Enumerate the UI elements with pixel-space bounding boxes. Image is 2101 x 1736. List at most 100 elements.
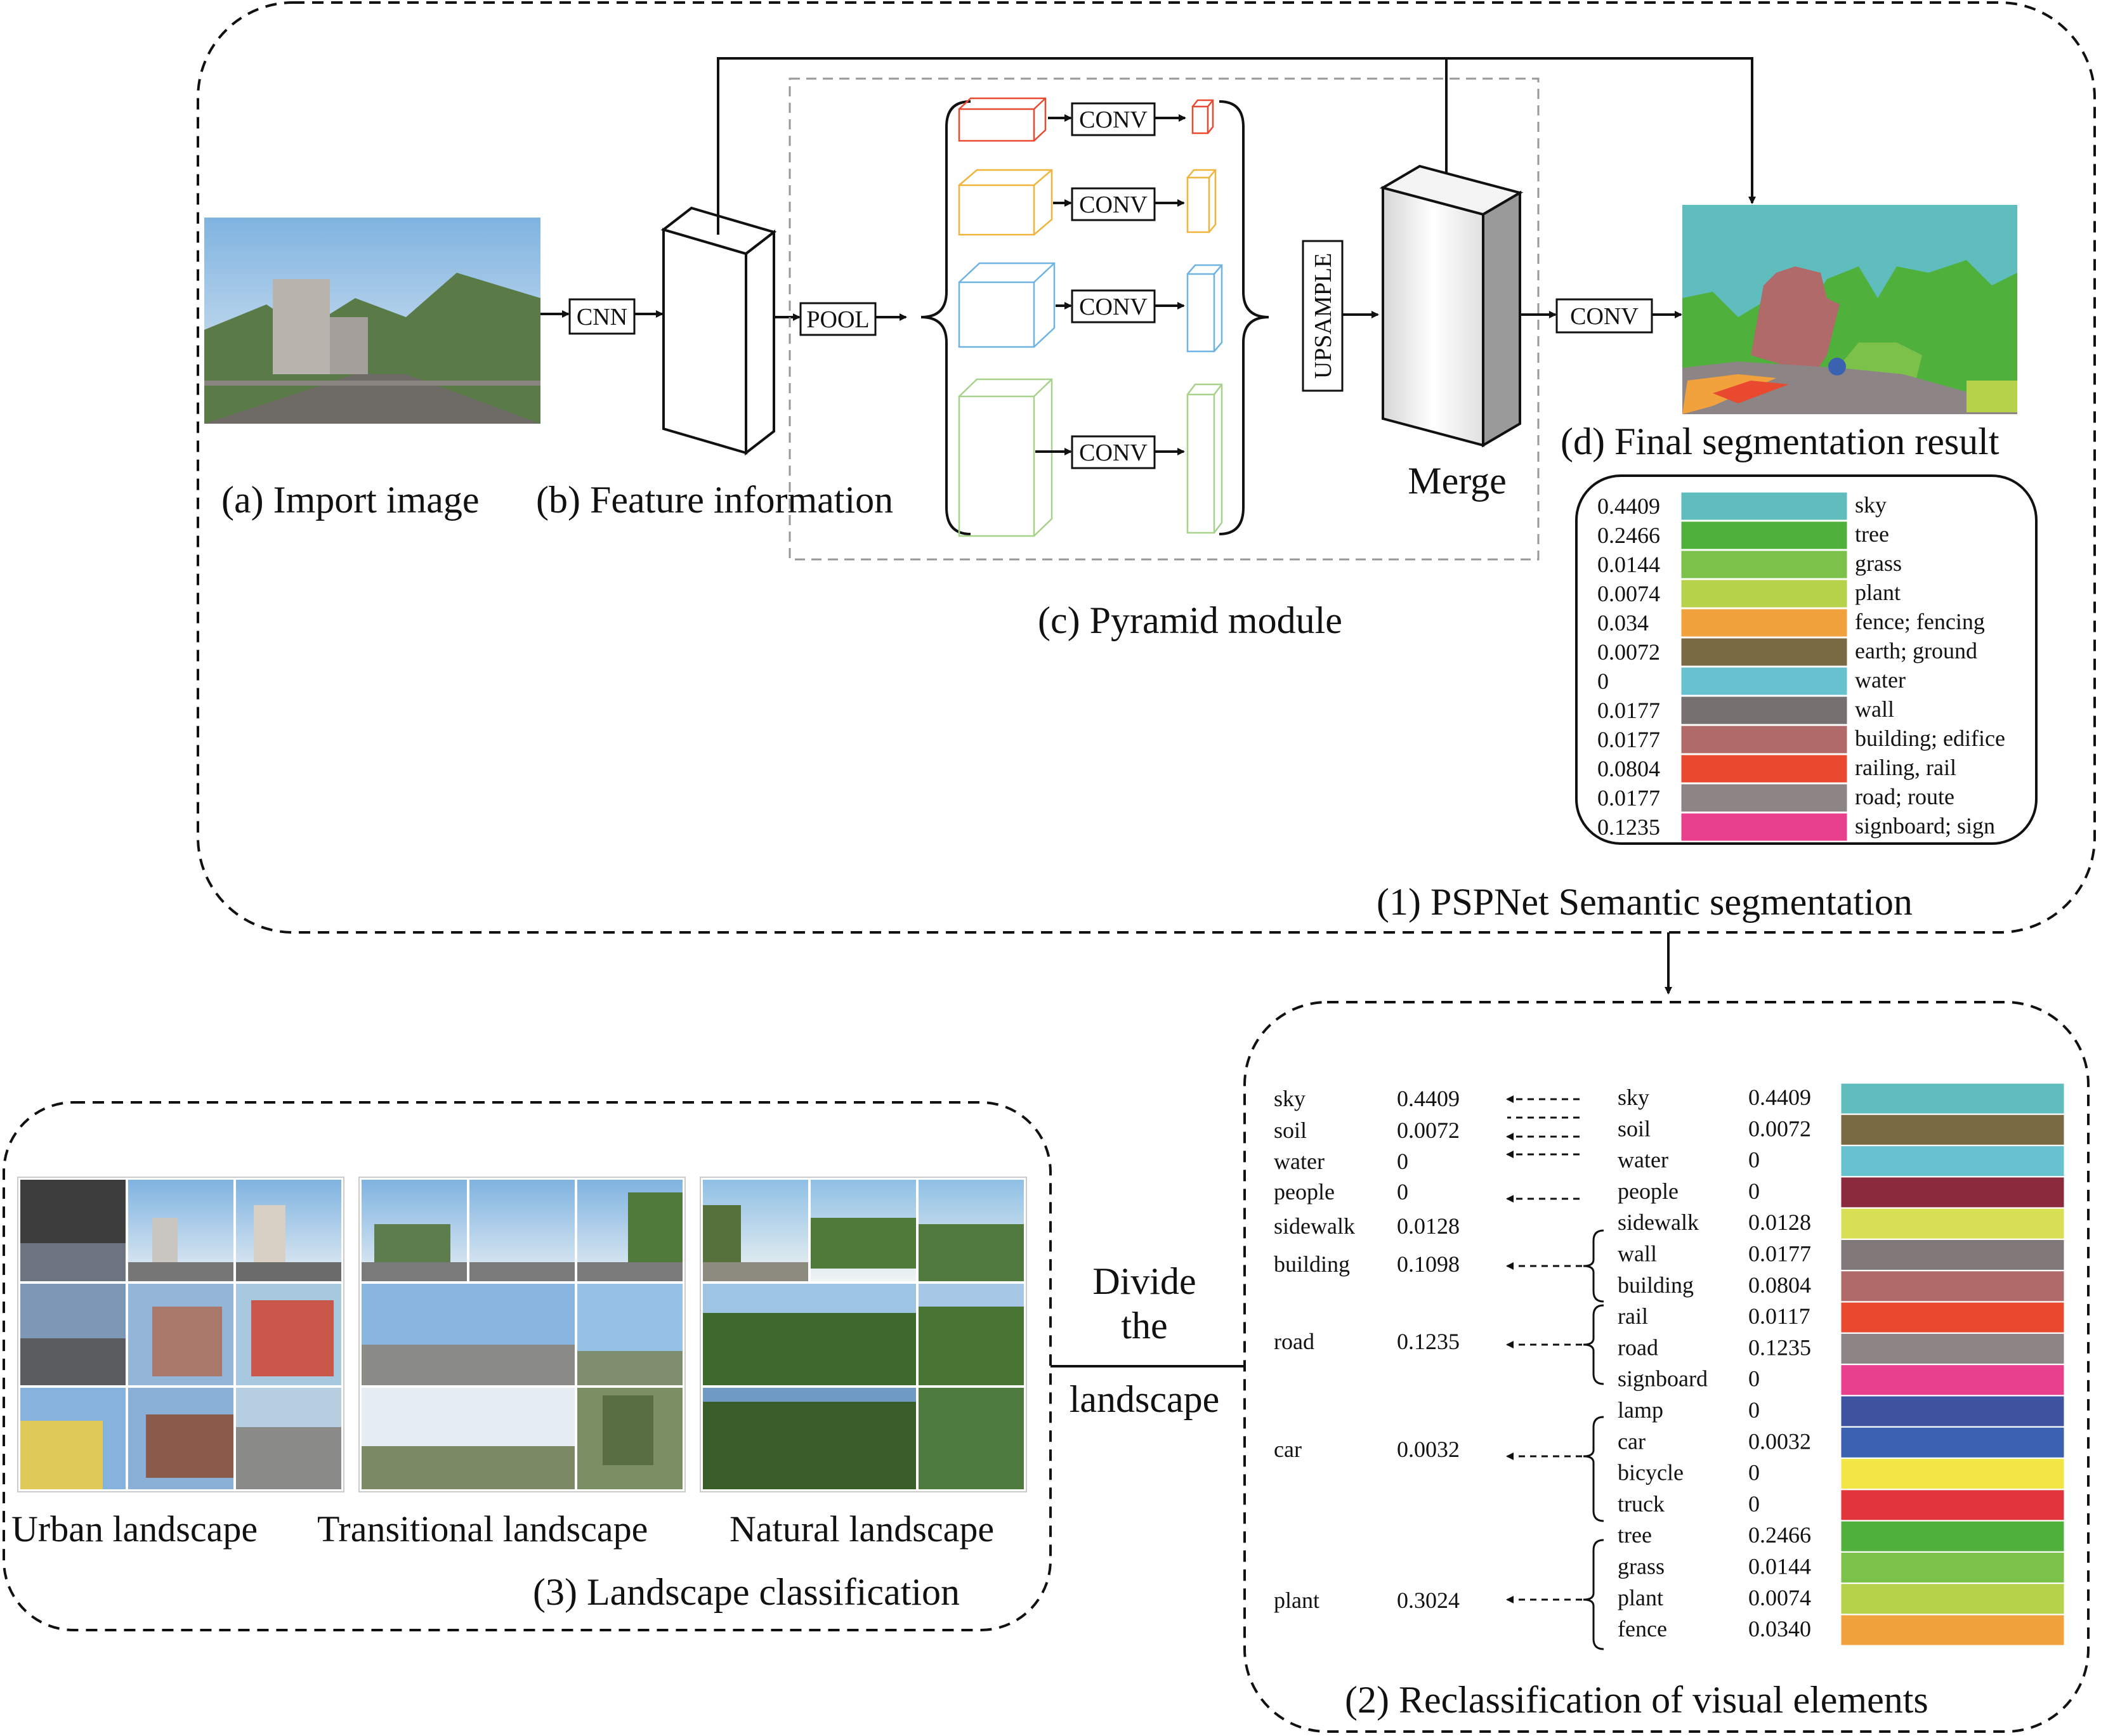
upsample-op-label: UPSAMPLE <box>1310 253 1337 379</box>
import-image <box>204 218 540 424</box>
detailed-label: grass <box>1618 1554 1665 1579</box>
merged-value: 0.3024 <box>1397 1588 1460 1613</box>
natural-photo-grid <box>700 1177 1027 1492</box>
feature-block <box>660 206 777 456</box>
legend-swatch <box>1680 521 1848 550</box>
legend-label: building; edifice <box>1855 726 2005 751</box>
pool-op-box <box>799 302 877 336</box>
detailed-value: 0 <box>1748 1147 1760 1173</box>
legend-value: 0.1235 <box>1597 814 1660 840</box>
detailed-value: 0 <box>1748 1178 1760 1204</box>
legend-label: water <box>1855 667 1906 693</box>
merged-label: water <box>1274 1149 1325 1174</box>
legend-value: 0.0177 <box>1597 698 1660 723</box>
legend-label: sky <box>1855 492 1887 518</box>
skip-connection <box>717 57 1756 235</box>
stage1-container <box>197 1 2096 934</box>
detailed-swatch <box>1840 1333 2065 1364</box>
legend-swatch <box>1680 754 1848 783</box>
detailed-label: truck <box>1618 1491 1665 1517</box>
merged-label: building <box>1274 1251 1350 1277</box>
merged-label: people <box>1274 1179 1335 1204</box>
natural-label: Natural landscape <box>730 1508 994 1550</box>
detailed-value: 0.0117 <box>1748 1303 1810 1329</box>
legend-swatch <box>1680 696 1848 725</box>
detailed-label: building <box>1618 1272 1694 1298</box>
legend-value: 0.034 <box>1597 610 1649 636</box>
merged-value: 0.0128 <box>1397 1213 1460 1239</box>
detailed-value: 0.0177 <box>1748 1241 1811 1267</box>
legend-value: 0.0144 <box>1597 552 1660 577</box>
pyramid-merge-brace <box>1219 100 1269 535</box>
urban-label: Urban landscape <box>11 1508 258 1550</box>
legend-value: 0.0177 <box>1597 727 1660 752</box>
detailed-swatch <box>1840 1114 2065 1145</box>
merged-value: 0.1235 <box>1397 1329 1460 1354</box>
legend-label: earth; ground <box>1855 638 1977 663</box>
stage1-title: (1) PSPNet Semantic segmentation <box>1377 881 1913 923</box>
detailed-swatch <box>1840 1177 2065 1208</box>
legend-value: 0.0072 <box>1597 639 1660 665</box>
pyramid-branch-orange <box>958 169 1217 236</box>
detailed-swatch <box>1840 1083 2065 1114</box>
detailed-label: sidewalk <box>1618 1210 1699 1235</box>
detailed-swatch <box>1840 1239 2065 1270</box>
merged-value: 0 <box>1397 1149 1408 1174</box>
legend-swatch <box>1680 783 1848 813</box>
detailed-label: fence <box>1618 1616 1667 1641</box>
import-caption: (a) Import image <box>221 479 480 521</box>
legend-value: 0.2466 <box>1597 523 1660 548</box>
detailed-swatch <box>1840 1458 2065 1490</box>
divide-text-1: Divide <box>1092 1260 1196 1302</box>
legend-value: 0.0074 <box>1597 581 1660 606</box>
detailed-label: car <box>1618 1428 1646 1454</box>
conv-op-label-1: CONV <box>1079 107 1148 133</box>
legend-label: plant <box>1855 580 1901 605</box>
detailed-value: 0.2466 <box>1748 1522 1811 1548</box>
detailed-label: sky <box>1618 1085 1649 1110</box>
legend-label: railing, rail <box>1855 755 1956 780</box>
legend-value: 0.0804 <box>1597 756 1660 781</box>
pyramid-conv-ops: CONV CONV CONV CONV <box>1035 102 1186 469</box>
conv-op-label-3: CONV <box>1079 294 1148 320</box>
pyramid-branch-red <box>958 97 1214 142</box>
legend-label: signboard; sign <box>1855 813 1995 839</box>
detailed-label: tree <box>1618 1522 1652 1548</box>
detailed-value: 0 <box>1748 1397 1760 1423</box>
detailed-value: 0 <box>1748 1460 1760 1485</box>
stage3-container <box>3 1101 1052 1631</box>
legend-label: wall <box>1855 696 1894 722</box>
pyramid-module-frame <box>789 77 1540 561</box>
detailed-value: 0.0128 <box>1748 1210 1811 1235</box>
detailed-swatch <box>1840 1145 2065 1177</box>
detailed-swatch <box>1840 1426 2065 1458</box>
legend-swatch <box>1680 492 1848 521</box>
detailed-label: bicycle <box>1618 1460 1684 1485</box>
detailed-swatch <box>1840 1270 2065 1302</box>
legend-value: 0 <box>1597 669 1609 694</box>
divide-text-3: landscape <box>1070 1378 1220 1420</box>
pyramid-split-brace <box>920 100 971 535</box>
merged-value: 0 <box>1397 1179 1408 1204</box>
legend-swatch <box>1680 667 1848 696</box>
detailed-label: road <box>1618 1335 1658 1360</box>
legend-swatch <box>1680 725 1848 754</box>
merge-block <box>1379 164 1524 448</box>
stage2-title: (2) Reclassification of visual elements <box>1345 1679 1928 1721</box>
detailed-value: 0.0074 <box>1748 1585 1811 1610</box>
detailed-label: wall <box>1618 1241 1657 1267</box>
transitional-label: Transitional landscape <box>317 1508 648 1550</box>
cnn-op-box <box>568 298 636 335</box>
legend-label: tree <box>1855 521 1889 547</box>
conv-op-label-2: CONV <box>1079 192 1148 218</box>
detailed-label: soil <box>1618 1116 1651 1141</box>
legend-swatch <box>1680 813 1848 842</box>
merged-value: 0.0072 <box>1397 1118 1460 1143</box>
merged-label: sky <box>1274 1086 1306 1111</box>
detailed-swatch <box>1840 1520 2065 1552</box>
merged-label: road <box>1274 1329 1314 1354</box>
divide-text-2: the <box>1121 1305 1167 1347</box>
